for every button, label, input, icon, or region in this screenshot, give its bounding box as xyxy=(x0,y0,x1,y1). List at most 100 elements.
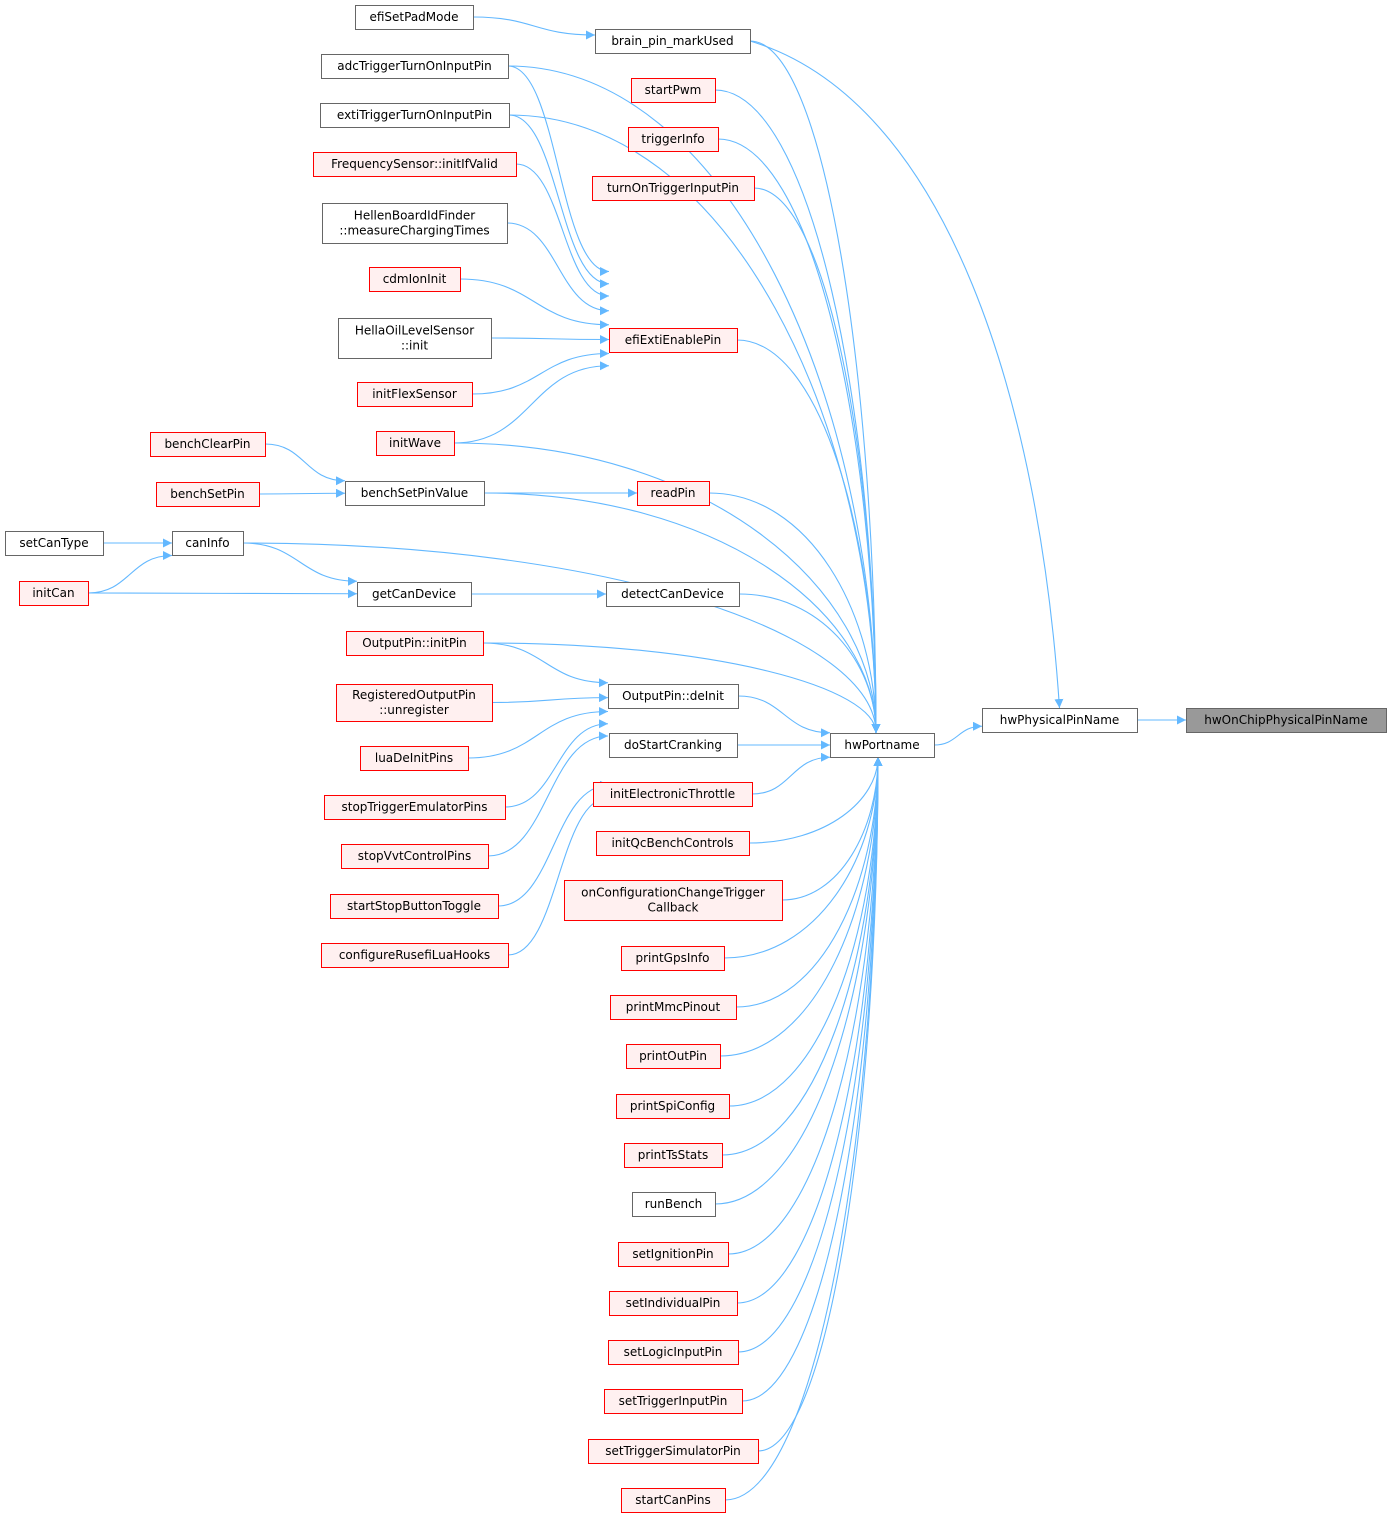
node-setTriggerSimulatorPin[interactable]: setTriggerSimulatorPin xyxy=(588,1439,759,1464)
node-OutputPin_deInit[interactable]: OutputPin::deInit xyxy=(608,684,739,709)
node-OutputPin_initPin[interactable]: OutputPin::initPin xyxy=(346,631,484,656)
node-startStopButtonToggle[interactable]: startStopButtonToggle xyxy=(330,894,499,919)
node-box xyxy=(156,482,260,507)
node-stopVvtControlPins[interactable]: stopVvtControlPins xyxy=(341,844,489,869)
node-initCan[interactable]: initCan xyxy=(19,581,89,606)
node-initElectronicThrottle[interactable]: initElectronicThrottle xyxy=(593,782,753,807)
node-label: adcTriggerTurnOnInputPin xyxy=(337,59,491,73)
edges-layer xyxy=(87,16,1186,1501)
node-box xyxy=(341,844,489,869)
node-doStartCranking[interactable]: doStartCranking xyxy=(609,733,738,758)
node-RegisteredOutputPin[interactable]: RegisteredOutputPin::unregister xyxy=(336,684,493,722)
edge-stopTriggerEmulatorPins-to-OutputPin_deInit xyxy=(504,719,609,808)
node-benchClearPin[interactable]: benchClearPin xyxy=(150,432,266,457)
node-label: printMmcPinout xyxy=(626,1000,721,1014)
node-luaDeInitPins[interactable]: luaDeInitPins xyxy=(360,746,469,771)
node-label: printOutPin xyxy=(639,1049,707,1063)
node-box xyxy=(5,531,104,556)
node-box xyxy=(610,995,737,1020)
node-label: initElectronicThrottle xyxy=(610,787,735,801)
node-setIndividualPin[interactable]: setIndividualPin xyxy=(609,1291,738,1316)
node-label: printGpsInfo xyxy=(635,951,709,965)
node-box xyxy=(606,582,740,607)
edge-luaDeInitPins-to-OutputPin_deInit xyxy=(467,707,609,759)
node-label: setCanType xyxy=(19,536,88,550)
node-label: printSpiConfig xyxy=(630,1099,715,1113)
node-stopTriggerEmulatorPins[interactable]: stopTriggerEmulatorPins xyxy=(324,795,506,820)
node-printOutPin[interactable]: printOutPin xyxy=(626,1044,721,1069)
node-setCanType[interactable]: setCanType xyxy=(5,531,104,556)
node-label: efiExtiEnablePin xyxy=(625,333,721,347)
node-canInfo[interactable]: canInfo xyxy=(172,531,244,556)
node-box xyxy=(330,894,499,919)
node-box xyxy=(982,708,1138,733)
node-adcTriggerTurnOnInputPin[interactable]: adcTriggerTurnOnInputPin xyxy=(321,54,509,79)
node-label: ::unregister xyxy=(379,703,449,717)
node-setLogicInputPin[interactable]: setLogicInputPin xyxy=(608,1340,739,1365)
node-initWave[interactable]: initWave xyxy=(376,431,455,456)
node-label: ::init xyxy=(401,339,428,353)
node-box xyxy=(609,328,738,353)
node-box xyxy=(345,481,485,506)
node-setIgnitionPin[interactable]: setIgnitionPin xyxy=(618,1242,729,1267)
edge-runBench-to-hwPortname xyxy=(714,756,883,1205)
edge-OutputPin_initPin-to-OutputPin_deInit xyxy=(482,642,609,688)
node-startCanPins[interactable]: startCanPins xyxy=(621,1488,726,1513)
node-box xyxy=(150,432,266,457)
node-extiTriggerTurnOnInputPin[interactable]: extiTriggerTurnOnInputPin xyxy=(320,103,510,128)
node-box xyxy=(616,1094,730,1119)
edge-printGpsInfo-to-hwPortname xyxy=(723,756,883,959)
node-box xyxy=(609,1291,738,1316)
node-label: doStartCranking xyxy=(624,738,722,752)
edge-HellaOilLevelSensor-to-efiExtiEnablePin xyxy=(490,334,610,344)
edge-HellenBoardIdFinder-to-efiExtiEnablePin xyxy=(506,222,610,316)
node-printSpiConfig[interactable]: printSpiConfig xyxy=(616,1094,730,1119)
node-label: Callback xyxy=(648,901,699,915)
node-box xyxy=(346,631,484,656)
node-label: setTriggerSimulatorPin xyxy=(605,1444,741,1458)
node-startPwm[interactable]: startPwm xyxy=(631,78,716,103)
node-initFlexSensor[interactable]: initFlexSensor xyxy=(357,382,473,407)
node-hwPortname[interactable]: hwPortname xyxy=(830,733,935,758)
node-box xyxy=(626,1044,721,1069)
node-efiExtiEnablePin[interactable]: efiExtiEnablePin xyxy=(609,328,738,353)
node-FrequencySensor_initIfValid[interactable]: FrequencySensor::initIfValid xyxy=(313,152,517,177)
nodes-layer: hwOnChipPhysicalPinName hwPhysicalPinName… xyxy=(5,5,1387,1513)
node-triggerInfo[interactable]: triggerInfo xyxy=(628,127,719,152)
node-efiSetPadMode[interactable]: efiSetPadMode xyxy=(355,5,474,30)
edge-startStopButtonToggle-to-doStartCranking xyxy=(497,780,610,907)
node-turnOnTriggerInputPin[interactable]: turnOnTriggerInputPin xyxy=(592,176,755,201)
node-label: stopTriggerEmulatorPins xyxy=(341,800,487,814)
node-label: setIgnitionPin xyxy=(632,1247,713,1261)
node-HellenBoardIdFinder[interactable]: HellenBoardIdFinder::measureChargingTime… xyxy=(322,203,508,244)
node-box xyxy=(592,176,755,201)
node-brain_pin_markUsed[interactable]: brain_pin_markUsed xyxy=(595,29,751,54)
edge-initWave-to-efiExtiEnablePin xyxy=(453,361,610,444)
node-HellaOilLevelSensor[interactable]: HellaOilLevelSensor::init xyxy=(338,318,492,359)
node-printMmcPinout[interactable]: printMmcPinout xyxy=(610,995,737,1020)
node-runBench[interactable]: runBench xyxy=(632,1192,716,1217)
node-printGpsInfo[interactable]: printGpsInfo xyxy=(621,946,725,971)
node-hwOnChipPhysicalPinName[interactable]: hwOnChipPhysicalPinName xyxy=(1186,708,1387,733)
node-benchSetPinValue[interactable]: benchSetPinValue xyxy=(345,481,485,506)
node-label: onConfigurationChangeTrigger xyxy=(581,886,765,900)
node-detectCanDevice[interactable]: detectCanDevice xyxy=(606,582,740,607)
node-label: startStopButtonToggle xyxy=(347,899,481,913)
node-box xyxy=(621,1488,726,1513)
node-label: initCan xyxy=(32,586,74,600)
node-cdmIonInit[interactable]: cdmIonInit xyxy=(369,267,461,292)
node-readPin[interactable]: readPin xyxy=(637,481,710,506)
node-label: configureRusefiLuaHooks xyxy=(339,948,490,962)
node-initQcBenchControls[interactable]: initQcBenchControls xyxy=(596,831,750,856)
node-setTriggerInputPin[interactable]: setTriggerInputPin xyxy=(604,1389,743,1414)
node-printTsStats[interactable]: printTsStats xyxy=(624,1143,723,1168)
node-box xyxy=(596,831,750,856)
node-configureRusefiLuaHooks[interactable]: configureRusefiLuaHooks xyxy=(321,943,509,968)
node-box xyxy=(322,203,508,244)
node-getCanDevice[interactable]: getCanDevice xyxy=(357,582,472,607)
edge-efiExtiEnablePin-to-hwPortname xyxy=(736,339,881,734)
node-hwPhysicalPinName[interactable]: hwPhysicalPinName xyxy=(982,708,1138,733)
node-label: luaDeInitPins xyxy=(375,751,453,765)
node-benchSetPin[interactable]: benchSetPin xyxy=(156,482,260,507)
